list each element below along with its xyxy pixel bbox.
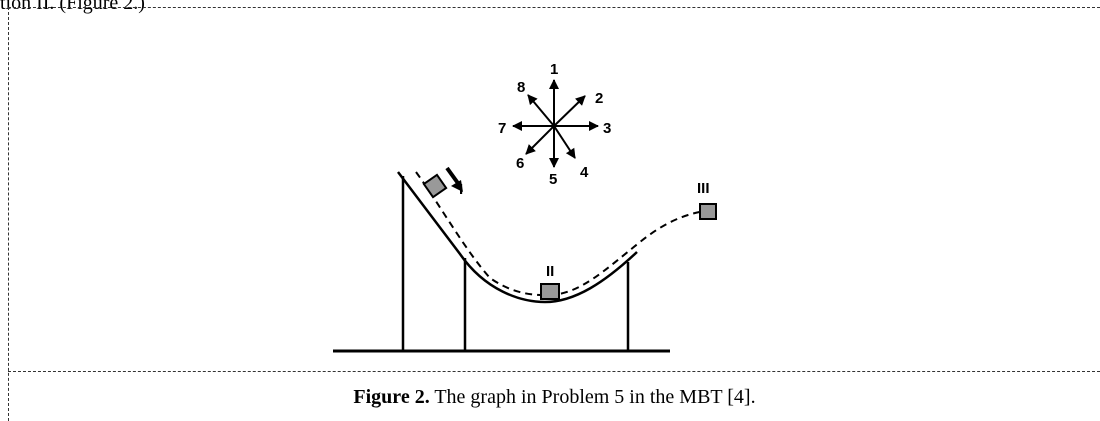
direction-label-7: 7 xyxy=(498,120,506,137)
label-position-III: III xyxy=(697,180,710,197)
direction-label-2: 2 xyxy=(595,90,603,107)
frame-left-border xyxy=(8,7,9,421)
caption-label: Figure 2. xyxy=(353,386,430,408)
frame-divider xyxy=(8,371,1100,372)
block-position-I xyxy=(422,173,448,199)
frame-top-border xyxy=(8,7,1100,8)
label-position-II: II xyxy=(546,263,554,280)
direction-label-8: 8 xyxy=(517,79,525,96)
label-position-I: I xyxy=(459,181,463,198)
block-position-III xyxy=(699,203,717,220)
direction-label-4: 4 xyxy=(580,164,589,181)
direction-label-5: 5 xyxy=(549,171,557,188)
direction-label-3: 3 xyxy=(603,120,611,137)
block-position-II xyxy=(540,283,560,300)
track-curve xyxy=(397,171,638,304)
figure-caption: Figure 2. The graph in Problem 5 in the … xyxy=(9,384,1100,410)
direction-compass xyxy=(512,79,599,168)
caption-text: The graph in Problem 5 in the MBT [4]. xyxy=(429,386,756,408)
direction-label-6: 6 xyxy=(516,155,524,172)
direction-label-1: 1 xyxy=(550,61,558,78)
motion-arrow-head xyxy=(451,180,463,192)
